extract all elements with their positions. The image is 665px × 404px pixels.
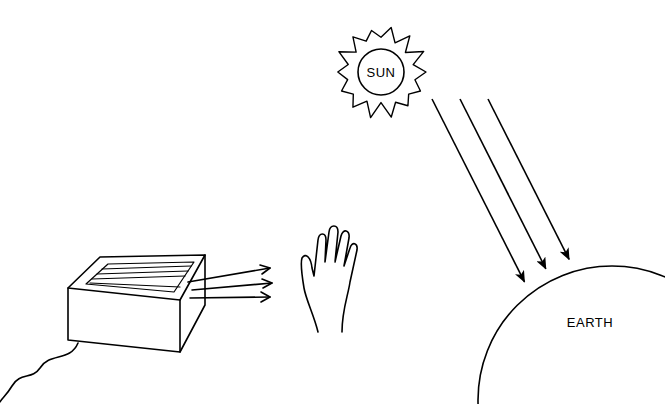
sun-rays (338, 28, 426, 118)
heat-rays (188, 265, 272, 302)
radiation-arrow (460, 99, 546, 269)
heater-grille (86, 262, 194, 292)
earth-shape: EARTH (477, 265, 665, 404)
radiation-arrow (432, 99, 524, 282)
power-cord (0, 343, 78, 402)
sun-disc (358, 49, 404, 95)
heater-edge (68, 255, 205, 300)
heater-edge (179, 300, 181, 352)
node-label: EARTH (567, 315, 613, 330)
heater-body (68, 255, 205, 352)
sun-shape: SUN (334, 25, 428, 119)
earth-disc (478, 266, 665, 404)
hand (301, 226, 357, 332)
radiation-arrow (488, 99, 569, 259)
node-label: SUN (367, 65, 396, 80)
earth-outline (477, 265, 665, 404)
